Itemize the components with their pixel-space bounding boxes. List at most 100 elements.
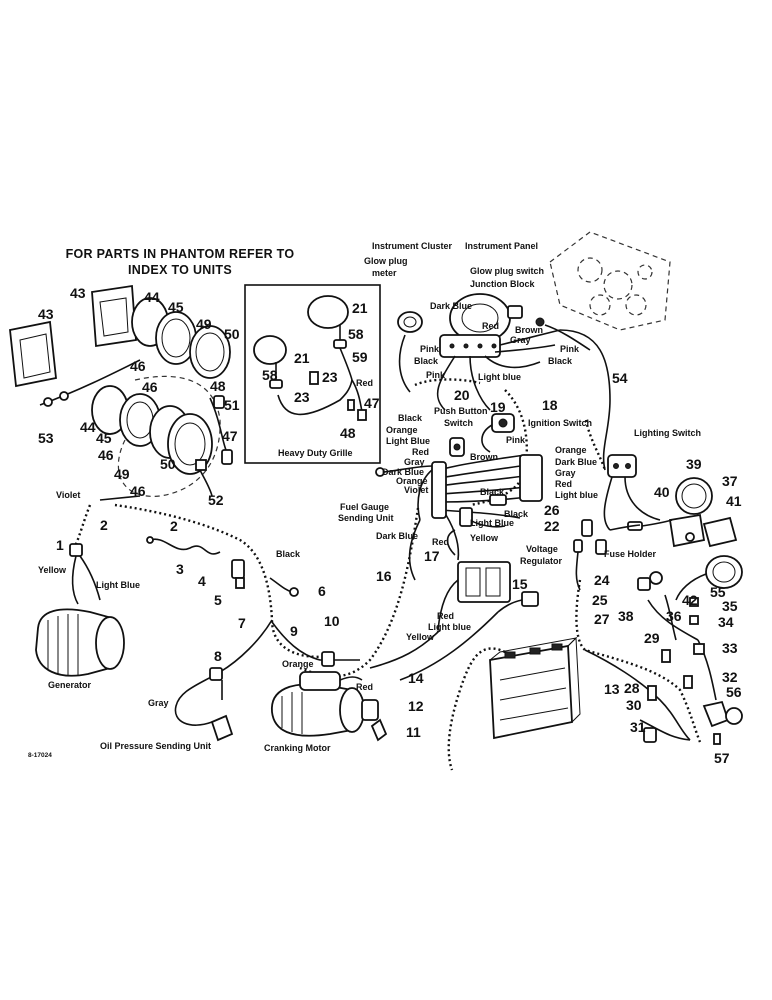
callout-43a: 43: [70, 285, 86, 301]
callout-50a: 50: [224, 326, 240, 342]
phantom-note-line-1: FOR PARTS IN PHANTOM REFER TO: [65, 247, 295, 261]
label-glow-plug-switch: Glow plug switch: [470, 266, 544, 276]
label-glow-plug-meter-2: meter: [372, 268, 397, 278]
callout-3: 3: [176, 561, 184, 577]
flood-light-39: [675, 477, 713, 515]
callout-19: 19: [490, 399, 506, 415]
callout-26: 26: [544, 502, 560, 518]
callout-42: 42: [682, 592, 698, 608]
callout-36: 36: [666, 608, 682, 624]
callout-35: 35: [722, 598, 738, 614]
lamp-40-41: [668, 513, 738, 548]
label-orange-3: Orange: [396, 476, 428, 486]
label-violet-1: Violet: [404, 485, 428, 495]
callout-46d: 46: [130, 483, 146, 499]
battery-cable-12: [447, 647, 506, 771]
callout-58b: 58: [262, 367, 278, 383]
label-light-blue-2: Light Blue: [386, 436, 430, 446]
label-orange-4: Orange: [282, 659, 314, 669]
label-orange-2: Orange: [555, 445, 587, 455]
heavy-duty-grille-inset: [244, 284, 381, 464]
label-dark-blue-1: Dark Blue: [430, 301, 472, 311]
callout-47a: 47: [222, 428, 238, 444]
callout-51: 51: [224, 397, 240, 413]
label-light-blue-4: Light Blue: [470, 518, 514, 528]
callout-30: 30: [626, 697, 642, 713]
figure-code: 8-17024: [28, 752, 52, 759]
label-fuel-gauge-2: Sending Unit: [338, 513, 394, 523]
label-light-blue-6: Light Blue: [96, 580, 140, 590]
label-red-4: Red: [412, 447, 429, 457]
label-black-4: Black: [480, 487, 505, 497]
callout-54: 54: [612, 370, 628, 386]
callout-32: 32: [722, 669, 738, 685]
callout-7: 7: [238, 615, 246, 631]
label-gray-2: Gray: [555, 468, 576, 478]
callout-43b: 43: [38, 306, 54, 322]
callout-23b: 23: [322, 369, 338, 385]
glow-plug-switch: [507, 305, 545, 327]
label-red-2: Red: [356, 378, 373, 388]
ground-6: [269, 577, 299, 597]
callout-37: 37: [722, 473, 738, 489]
callout-18: 18: [542, 397, 558, 413]
label-junction-block: Junction Block: [470, 279, 536, 289]
callout-1: 1: [56, 537, 64, 553]
label-yellow-3: Yellow: [38, 565, 67, 575]
callout-10: 10: [324, 613, 340, 629]
label-pink-2: Pink: [560, 344, 580, 354]
callout-46c: 46: [98, 447, 114, 463]
callout-27: 27: [594, 611, 610, 627]
callout-34: 34: [718, 614, 734, 630]
label-lighting-switch: Lighting Switch: [634, 428, 701, 438]
label-black-2: Black: [548, 356, 573, 366]
callout-46b: 46: [142, 379, 158, 395]
label-orange-1: Orange: [386, 425, 418, 435]
label-pink-3: Pink: [426, 370, 446, 380]
connector-15: [497, 591, 539, 613]
phantom-note: FOR PARTS IN PHANTOM REFER TO INDEX TO U…: [60, 246, 300, 278]
callout-49b: 49: [114, 466, 130, 482]
clip-4-5: [231, 559, 245, 589]
callout-29: 29: [644, 630, 660, 646]
upper-harness: [398, 324, 611, 507]
main-harness: [408, 454, 543, 581]
generator-leads: [69, 543, 101, 605]
callout-21b: 21: [294, 350, 310, 366]
label-yellow-2: Yellow: [406, 632, 435, 642]
callout-44b: 44: [80, 419, 96, 435]
label-pink-4: Pink: [506, 435, 526, 445]
label-cranking-motor: Cranking Motor: [264, 743, 331, 753]
instrument-panel: [549, 231, 671, 331]
callout-20: 20: [454, 387, 470, 403]
callout-12: 12: [408, 698, 424, 714]
label-dark-blue-2: Dark Blue: [555, 457, 597, 467]
callout-16: 16: [376, 568, 392, 584]
callout-6: 6: [318, 583, 326, 599]
label-push-button-2: Switch: [444, 418, 473, 428]
label-pink-1: Pink: [420, 344, 440, 354]
callout-39: 39: [686, 456, 702, 472]
lighting-switch-part: [603, 454, 661, 531]
glow-plug-meter: [397, 311, 423, 333]
label-red-1: Red: [482, 321, 499, 331]
callout-48b: 48: [340, 425, 356, 441]
label-light-blue-1: Light blue: [478, 372, 521, 382]
lamp-55: [675, 555, 743, 601]
callout-23a: 23: [294, 389, 310, 405]
callout-17: 17: [424, 548, 440, 564]
callout-5: 5: [214, 592, 222, 608]
fuse-holder-part: [609, 519, 673, 531]
callout-55: 55: [710, 584, 726, 600]
label-voltage-reg-1: Voltage: [526, 544, 558, 554]
label-oil-pressure: Oil Pressure Sending Unit: [100, 741, 211, 751]
callout-45a: 45: [168, 299, 184, 315]
callout-numbers: 1 2 2 3 4 5 6 7 8 9 10 11 12 13 14 15 16…: [38, 285, 742, 766]
label-black-1: Black: [414, 356, 439, 366]
ignition-switch-part: [481, 413, 515, 453]
label-gray-4: Gray: [148, 698, 169, 708]
harness-2: [74, 495, 331, 658]
callout-59: 59: [352, 349, 368, 365]
